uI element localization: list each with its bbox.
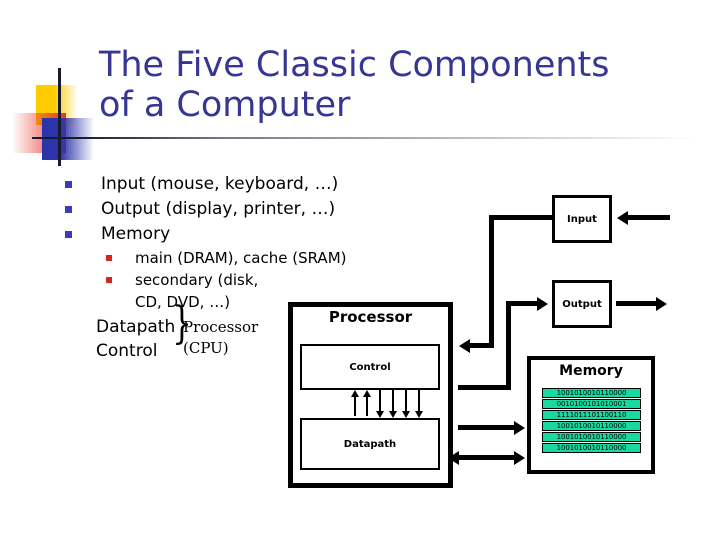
- decorative-logo: [0, 0, 130, 180]
- control-datapath-arrow-down-2-shaft: [392, 390, 394, 412]
- brace-annotation: Processor (CPU): [183, 317, 258, 359]
- external-output-arrow-shaft: [616, 301, 658, 306]
- brace-item-control: Control: [96, 341, 158, 361]
- output-box: Output: [552, 280, 612, 328]
- processor-brace-group: Datapath Control } Processor (CPU): [63, 302, 323, 370]
- sub-list-item-label: main (DRAM), cache (SRAM): [135, 249, 347, 267]
- control-datapath-arrow-down-3-shaft: [405, 390, 407, 412]
- memory-row: 1001010010110000: [542, 421, 641, 431]
- list-item-label: Input (mouse, keyboard, …): [101, 174, 339, 194]
- memory-row: 1001010010110000: [542, 388, 641, 398]
- sub-list-item: main (DRAM), cache (SRAM): [63, 247, 403, 269]
- processor-to-memory-arrow-head: [514, 421, 525, 435]
- sub-list-item-continuation: CD, DVD, …): [135, 293, 231, 311]
- memory-row: 0010100101010001: [542, 399, 641, 409]
- control-datapath-arrow-down-3-head: [402, 411, 410, 418]
- control-datapath-arrow-up-1-shaft: [354, 394, 356, 416]
- title-underline-rule: [32, 137, 712, 139]
- page-title: The Five Classic Components of a Compute…: [99, 45, 610, 125]
- input-to-processor-seg-vertical: [489, 215, 494, 348]
- deco-vertical-line: [58, 68, 61, 166]
- control-datapath-arrow-down-1-shaft: [379, 390, 381, 412]
- sub-bullet-square-icon: [106, 277, 112, 283]
- control-box: Control: [300, 344, 440, 390]
- control-datapath-arrow-down-1-head: [376, 411, 384, 418]
- bullet-square-icon: [65, 181, 72, 188]
- brace-annotation-line2: (CPU): [183, 339, 229, 357]
- sub-list-item: secondary (disk,: [63, 269, 403, 291]
- bullet-list: Input (mouse, keyboard, …) Output (displ…: [63, 172, 403, 313]
- control-datapath-arrow-down-4-shaft: [418, 390, 420, 412]
- brace-item-datapath: Datapath: [96, 317, 176, 337]
- processor-memory-bidirectional-shaft: [458, 455, 515, 460]
- control-datapath-arrow-up-1-head: [351, 390, 359, 397]
- list-item-label: Output (display, printer, …): [101, 199, 336, 219]
- processor-to-output-seg-horizontal-bottom: [458, 385, 510, 390]
- processor-to-output-arrow-head: [537, 297, 548, 311]
- memory-row: 1111011101100110: [542, 410, 641, 420]
- processor-box-title: Processor: [328, 308, 413, 326]
- input-to-processor-seg-horizontal-top: [489, 215, 552, 220]
- external-input-arrow-head: [617, 211, 628, 225]
- curly-brace-icon: }: [172, 298, 192, 349]
- memory-cell-grid: 1001010010110000 0010100101010001 111101…: [542, 388, 641, 454]
- input-to-processor-seg-horizontal-bottom: [470, 343, 494, 348]
- bullet-square-icon: [65, 231, 72, 238]
- control-datapath-arrow-down-4-head: [415, 411, 423, 418]
- memory-row: 1001010010110000: [542, 443, 641, 453]
- processor-memory-bidirectional-head-left: [448, 451, 459, 465]
- list-item: Memory: [63, 222, 403, 247]
- control-datapath-arrow-down-2-head: [389, 411, 397, 418]
- sub-list-item-label: secondary (disk,: [135, 271, 259, 289]
- sub-bullet-square-icon: [106, 255, 112, 261]
- processor-memory-bidirectional-head-right: [514, 451, 525, 465]
- external-output-arrow-head: [656, 297, 667, 311]
- input-box: Input: [552, 195, 612, 243]
- processor-to-output-seg-horizontal-top: [506, 301, 538, 306]
- input-to-processor-arrow-head: [459, 339, 470, 353]
- list-item: Input (mouse, keyboard, …): [63, 172, 403, 197]
- external-input-arrow-shaft: [628, 215, 670, 220]
- brace-item-labels: Datapath Control: [96, 315, 175, 363]
- control-datapath-arrow-up-2-head: [363, 390, 371, 397]
- deco-blue-square: [42, 118, 94, 160]
- control-datapath-arrow-up-2-shaft: [366, 394, 368, 416]
- brace-annotation-line1: Processor: [183, 318, 259, 336]
- list-item: Output (display, printer, …): [63, 197, 403, 222]
- memory-box-title: Memory: [559, 363, 623, 379]
- processor-to-output-seg-vertical: [506, 301, 511, 390]
- processor-to-memory-arrow-shaft: [458, 425, 515, 430]
- bullet-square-icon: [65, 206, 72, 213]
- list-item-label: Memory: [101, 224, 171, 244]
- memory-row: 1001010010110000: [542, 432, 641, 442]
- datapath-box: Datapath: [300, 418, 440, 470]
